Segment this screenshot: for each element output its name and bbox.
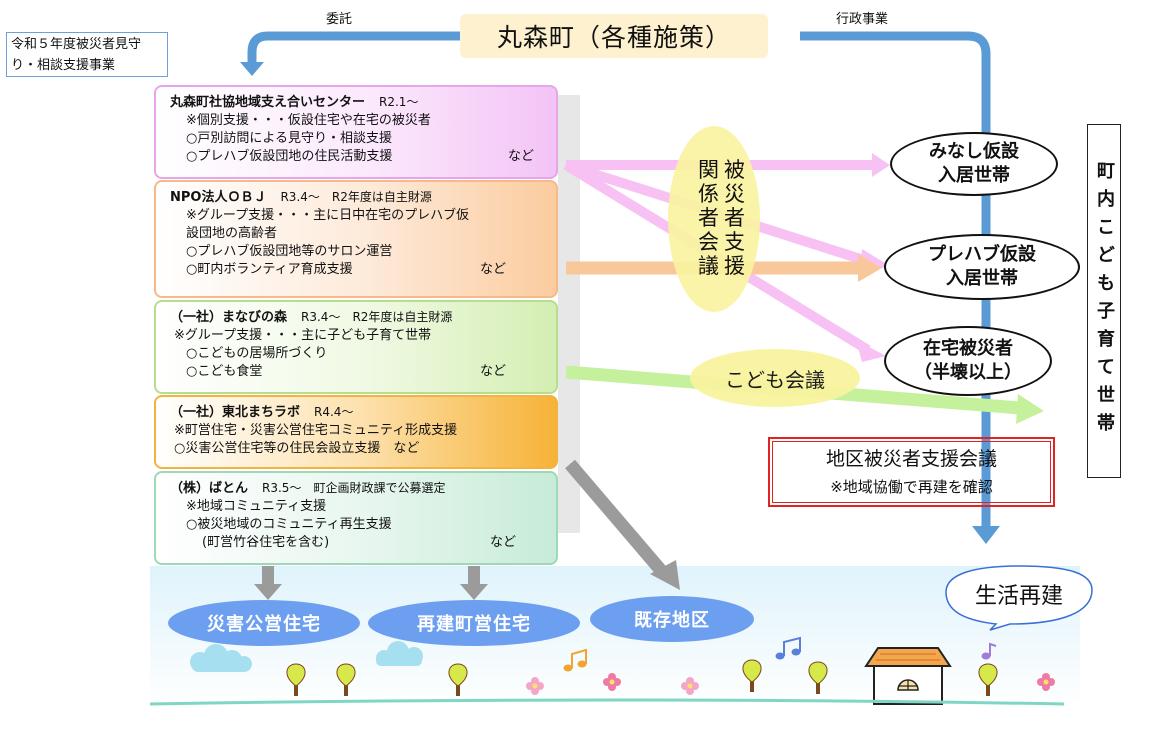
target-minashi: みなし仮設入居世帯: [890, 132, 1058, 196]
card-line: 設団地の高齢者: [186, 226, 278, 241]
gray-arrow-kison: [565, 459, 669, 579]
marumori-policy-box: 丸森町（各種施策）: [460, 14, 768, 58]
card-line: ○こどもの居場所づくり: [186, 346, 328, 361]
cloud-icon: [190, 644, 252, 672]
seikatsu-saiken: 生活再建: [974, 584, 1063, 609]
project-label: 令和５年度被災者見守り・相談支援事業: [6, 32, 168, 77]
itaku-arrow: [247, 31, 460, 64]
chiku-title: 地区被災者支援会議: [825, 448, 997, 470]
card-line: ○こども食堂など: [186, 364, 506, 379]
card-line: ○被災地域のコミュニティ再生支援: [186, 517, 392, 532]
card-line: ○プレハブ仮設団地の住民活動支援など: [186, 149, 534, 164]
cloud-icon: [376, 641, 423, 666]
hisaisha-shien-text: 被災者支援: [724, 158, 745, 278]
music-note-icon: [775, 636, 801, 660]
card-line: ※個別支援・・・仮設住宅や在宅の被災者: [186, 113, 431, 128]
ground-line: [149, 698, 1065, 706]
itaku-arrow-head: [240, 62, 264, 76]
card-line: ○町内ボランティア育成支援など: [186, 262, 506, 277]
flower-icons: [526, 673, 1055, 695]
card-line: ○プレハブ仮設団地等のサロン運営: [186, 244, 393, 259]
dest-saigai-koei: 災害公営住宅: [168, 600, 360, 646]
house-icon: [864, 647, 952, 705]
kankei-ellipse: [668, 126, 760, 312]
itaku-label: 委託: [326, 12, 353, 27]
card-line: ○戸別訪問による見守り・相談支援: [186, 131, 392, 146]
gyosei-arrow: [800, 31, 991, 528]
card-line: ※町営住宅・災害公営住宅コミュニティ形成支援: [174, 423, 458, 438]
music-note-icon: [981, 642, 997, 660]
card-line: ※グループ支援・・・主に子ども子育て世帯: [174, 328, 432, 343]
chiku-sub: ※地域協働で再建を確認: [830, 478, 993, 496]
music-note-icon: [563, 648, 587, 672]
gyosei-label: 行政事業: [836, 12, 889, 27]
dest-kison-chiku: 既存地区: [590, 596, 754, 642]
card-line: ※地域コミュニティ支援: [186, 499, 327, 514]
kodomo-kaigi: こども会議: [690, 349, 860, 407]
target-zaitaku: 在宅被災者（半壊以上）: [884, 326, 1052, 396]
card-line: ○災害公営住宅等の住民会設立支援 など: [174, 441, 420, 456]
target-prefab: プレハブ仮設入居世帯: [884, 234, 1080, 300]
seikatsu-bubble-shape: [945, 565, 1093, 631]
machi-kodomo-box: 町内こども子育て世帯: [1087, 124, 1121, 478]
chiku-kaigi-box: 地区被災者支援会議 ※地域協働で再建を確認: [768, 437, 1055, 507]
kankeisha-kaigi-text: 関係者会議: [698, 158, 719, 278]
tree-icons: [286, 659, 998, 696]
card-shadow-strip: [558, 95, 580, 533]
card-line: ※グループ支援・・・主に日中在宅のプレハブ仮: [186, 208, 470, 223]
card-line: (町営竹谷住宅を含む)など: [202, 535, 516, 550]
dest-saiken-chouei: 再建町営住宅: [368, 600, 580, 646]
gyosei-arrow-head: [972, 526, 1000, 544]
